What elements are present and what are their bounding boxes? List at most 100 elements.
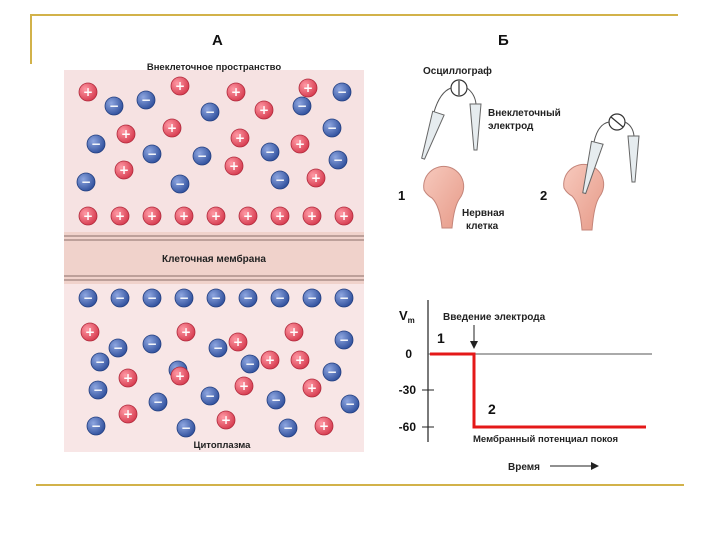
ion-circle [306,168,326,188]
setup-1-number: 1 [398,188,405,203]
ion-circle [208,338,228,358]
plus-sign: + [295,353,305,367]
negative-ion-icon: − [334,288,354,308]
electrode-2b [627,135,640,183]
ion-circle [270,288,290,308]
ion-circle [176,418,196,438]
plus-sign: + [307,381,317,395]
positive-ion-icon: + [284,322,304,342]
ion-circle [284,322,304,342]
negative-ion-icon: − [302,288,322,308]
ion-circle [104,96,124,116]
ion-circle [266,390,286,410]
ion-circle [238,206,258,226]
negative-ion-icon: − [110,288,130,308]
minus-sign: − [147,337,157,351]
wire-1a [433,87,452,113]
positive-ion-icon: + [170,76,190,96]
frame-bottom-line [36,484,684,486]
ion-circle [302,206,322,226]
ion-circle [162,118,182,138]
negative-ion-icon: − [142,144,162,164]
plus-sign: + [211,209,221,223]
negative-ion-icon: − [200,102,220,122]
plus-sign: + [265,353,275,367]
membrane-label: Клеточная мембрана [162,253,266,265]
ion-circle [334,206,354,226]
membrane-potential-chart: Vm 0 -30 -60 Введение электрода 1 2 Мемб… [399,300,652,473]
plus-sign: + [303,81,313,95]
plus-sign: + [229,159,239,173]
negative-ion-icon: − [78,288,98,308]
setup-2: 2 [540,113,640,231]
positive-ion-icon: + [170,366,190,386]
plus-sign: + [181,325,191,339]
cytoplasm-label: Цитоплазма [194,440,252,451]
negative-ion-icon: − [270,288,290,308]
positive-ion-icon: + [206,206,226,226]
minus-sign: − [141,93,151,107]
chart-y-label-main: V [399,308,408,323]
minus-sign: − [93,383,103,397]
minus-sign: − [211,291,221,305]
ion-circle [278,418,298,438]
positive-ion-icon: + [142,206,162,226]
negative-ion-icon: − [292,96,312,116]
minus-sign: − [339,291,349,305]
negative-ion-icon: − [136,90,156,110]
negative-ion-icon: − [176,418,196,438]
minus-sign: − [81,175,91,189]
minus-sign: − [147,291,157,305]
segment-label-2: 2 [488,401,496,417]
plus-sign: + [115,209,125,223]
negative-ion-icon: − [340,394,360,414]
positive-ion-icon: + [110,206,130,226]
ion-circle [176,322,196,342]
plus-sign: + [233,335,243,349]
minus-sign: − [297,99,307,113]
ion-circle [86,416,106,436]
positive-ion-icon: + [114,160,134,180]
negative-ion-icon: − [90,352,110,372]
ion-circle [76,172,96,192]
ion-circle [322,362,342,382]
ion-circle [88,380,108,400]
setup-2-number: 2 [540,188,547,203]
wire-2b [624,121,635,137]
positive-ion-icon: + [334,206,354,226]
plus-sign: + [167,121,177,135]
ion-circle [118,368,138,388]
negative-ion-icon: − [104,96,124,116]
ion-circle [322,118,342,138]
ion-circle [224,156,244,176]
minus-sign: − [327,365,337,379]
ion-circle [314,416,334,436]
minus-sign: − [283,421,293,435]
negative-ion-icon: − [332,82,352,102]
plus-sign: + [123,407,133,421]
minus-sign: − [213,341,223,355]
ion-circle [228,332,248,352]
ion-circle [200,102,220,122]
cell-label-line2: клетка [466,221,499,232]
plus-sign: + [83,209,93,223]
plus-sign: + [311,171,321,185]
plus-sign: + [231,85,241,99]
electrode-2a [582,140,604,195]
extracellular-label: Внеклеточное пространство [147,62,282,73]
ion-circle [328,150,348,170]
minus-sign: − [307,291,317,305]
plus-sign: + [289,325,299,339]
positive-ion-icon: + [302,206,322,226]
ion-circle [110,288,130,308]
plus-sign: + [85,325,95,339]
minus-sign: − [113,341,123,355]
ion-circle [200,386,220,406]
plus-sign: + [175,369,185,383]
positive-ion-icon: + [290,350,310,370]
negative-ion-icon: − [322,362,342,382]
ion-circle [340,394,360,414]
plus-sign: + [275,209,285,223]
ion-circle [114,160,134,180]
